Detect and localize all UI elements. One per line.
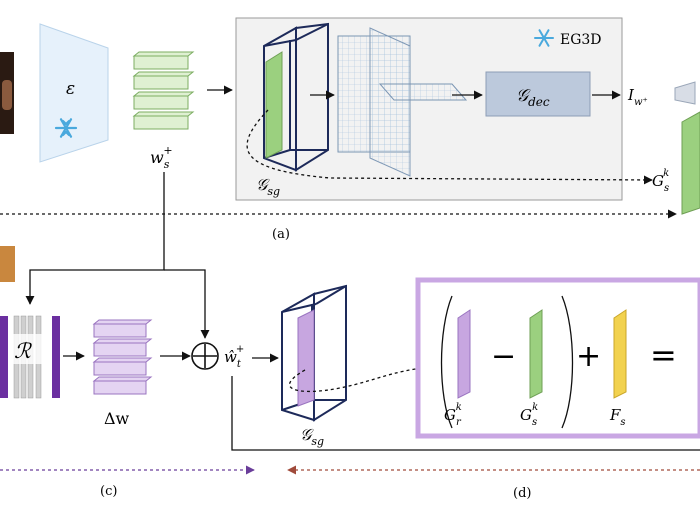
latent-deltaw-stack	[92, 319, 153, 395]
plus-operator: +	[576, 339, 601, 374]
snowflake-icon	[534, 29, 554, 47]
equals-operator: =	[650, 336, 677, 374]
green-feature-plane-top	[265, 51, 283, 159]
residual-block: ℛ	[0, 315, 60, 399]
fs-feature-plane	[613, 309, 627, 399]
green-feature-edge	[681, 111, 700, 215]
encoder-label: ε	[66, 79, 75, 99]
decoder-label: 𝒢dec	[516, 86, 550, 109]
feedback-line	[231, 376, 700, 451]
gsk-label: Gsk	[520, 402, 538, 428]
connector-ws-to-residual	[25, 172, 165, 305]
panel-d-label: (d)	[513, 486, 531, 501]
encoder-block: ε	[39, 23, 109, 163]
residual-label: ℛ	[14, 339, 32, 363]
gsk-feature-plane	[529, 309, 543, 399]
output-image-label: Iw⁺	[627, 86, 648, 108]
sg-top-label: 𝒢sg	[256, 175, 280, 198]
connector-ws-to-sum	[164, 269, 210, 339]
target-image-edge	[0, 246, 15, 282]
input-face-image	[0, 52, 14, 134]
fs-label: Fs	[609, 406, 626, 428]
panel-c-label: (c)	[100, 484, 117, 499]
panel-a-label: (a)	[272, 227, 290, 242]
sg-bottom-label: 𝒢sg	[300, 425, 324, 448]
output-thumbnail-edge	[674, 81, 696, 105]
grk-feature-plane	[457, 309, 471, 399]
purple-feature-plane-bottom	[297, 309, 315, 407]
snowflake-icon	[54, 118, 78, 138]
circle-plus-icon	[191, 342, 219, 370]
right-bracket	[561, 295, 574, 429]
latent-ws-stack	[132, 51, 195, 130]
wt-label: ŵt+	[224, 344, 244, 370]
gsk-top-label: Gsk	[652, 168, 669, 194]
grk-label: Grk	[444, 402, 462, 428]
eg3d-label: EG3D	[560, 32, 602, 48]
svg-text:ws+: ws+	[150, 144, 173, 171]
dotted-path-to-gsk-top	[246, 109, 653, 185]
ws-label: ws+	[150, 144, 173, 171]
dotted-path-to-grk	[289, 365, 457, 393]
deltaw-label: Δw	[104, 409, 130, 428]
sg-generator-top	[263, 22, 329, 172]
triplane-grid	[337, 27, 468, 177]
left-bracket	[440, 295, 453, 429]
minus-operator: −	[491, 339, 516, 374]
decoder-box	[485, 71, 591, 117]
